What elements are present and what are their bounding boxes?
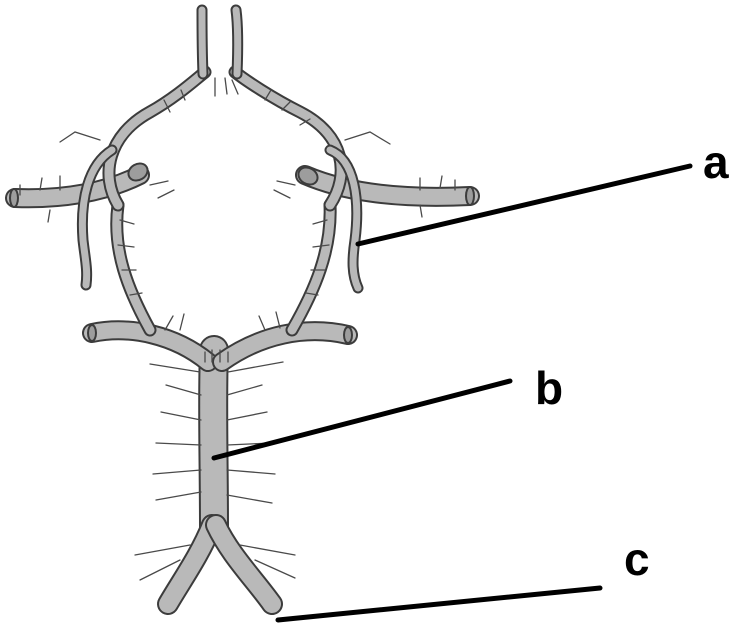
middle-cerebral-cap-right [466, 187, 474, 205]
perforating-branch [259, 316, 265, 330]
perforating-branch [166, 385, 201, 395]
perforating-branch [150, 181, 168, 185]
label-c: c [624, 533, 650, 585]
perforating-branch [48, 210, 50, 222]
perforating-branch [420, 205, 422, 217]
label-a: a [703, 136, 729, 188]
perforating-branch [440, 176, 442, 188]
perforating-branch [225, 78, 227, 94]
basilar-artery [213, 350, 214, 530]
perforating-branch [180, 314, 184, 330]
perforating-branch [227, 412, 267, 420]
perforating-branch [156, 443, 201, 445]
leader-line-c [278, 588, 600, 620]
perforating-branch [150, 364, 200, 372]
perforating-branch [345, 132, 390, 144]
posterior-cerebral-cap-right [344, 327, 352, 343]
perforating-branch [277, 181, 295, 185]
perforating-branch [156, 492, 201, 500]
perforating-branch [153, 470, 201, 474]
perforating-branch [227, 495, 272, 503]
perforating-branch [227, 385, 262, 395]
perforating-branch [158, 190, 174, 198]
perforating-branch [135, 545, 190, 555]
perforating-branch [232, 80, 238, 94]
perforating-branch [227, 470, 275, 474]
middle-cerebral-left [15, 175, 140, 198]
perforating-branch [274, 190, 290, 198]
perforating-branch [165, 316, 173, 330]
perforating-branch [60, 132, 100, 142]
vertebral-artery-left [168, 525, 212, 604]
middle-cerebral-cap-left [10, 189, 18, 207]
anterior-communicating-right [236, 10, 238, 74]
vessel-network [15, 10, 470, 604]
perforating-branch [161, 412, 201, 420]
leader-line-b [214, 381, 510, 458]
posterior-cerebral-cap-left [88, 325, 96, 341]
perforating-branch [240, 545, 295, 555]
posterior-cerebral-right [222, 331, 348, 362]
label-b: b [535, 362, 563, 414]
anterior-communicating-left [202, 10, 203, 74]
